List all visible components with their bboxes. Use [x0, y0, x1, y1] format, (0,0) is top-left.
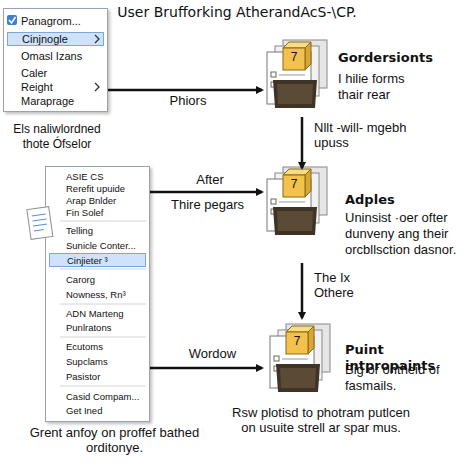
- icon-number: 7: [289, 334, 305, 349]
- step-description: Uninsist ·oer ofter dunveny ang their or…: [345, 210, 471, 258]
- step-heading: Adples: [345, 192, 465, 208]
- document-stack-icon: [270, 324, 330, 392]
- menu-panel: ASIE CSRerefit upuideArap BnlderFin Sole…: [45, 166, 150, 422]
- arrow-label: After: [170, 172, 250, 187]
- flow-arrow: [301, 263, 304, 318]
- flow-arrow: [108, 89, 262, 92]
- arrow-label: Nllt -will- mgebh upuss: [314, 120, 414, 150]
- menu-item: Arap Bnlder: [49, 194, 146, 208]
- menu-panel: Panagrom... CinjnogleOmasl IzansCalerReig…: [3, 8, 108, 112]
- menu-item: Reight: [7, 81, 104, 95]
- arrow-note: Thire pegars: [150, 197, 265, 212]
- note-text: Els naliwlordned thote Ófselor: [2, 122, 112, 152]
- icon-number: 7: [286, 50, 302, 65]
- arrow-label: Phiors: [158, 93, 218, 108]
- menu-item: Nowness, Rn³: [49, 288, 146, 302]
- arrow-label: The Ix Othere: [314, 270, 384, 300]
- step-description: I hilie forms thair rear: [338, 71, 430, 103]
- menu-item: Panagrom...: [7, 15, 104, 29]
- menu-item: ASIE CS: [49, 170, 146, 184]
- menu-item: Ecutoms: [49, 340, 146, 354]
- footer-note: Grent anfoy on proffef bathed orditonye.: [12, 425, 217, 455]
- flow-arrow: [150, 367, 262, 370]
- diagram-title: User Brufforking AtherandAcS-\CP.: [0, 4, 474, 20]
- icon-number: 7: [286, 177, 302, 192]
- menu-item: ADN Marteng: [49, 307, 146, 321]
- menu-item: Get Ined: [49, 404, 146, 418]
- menu-item: Maraprage: [7, 95, 104, 109]
- step-box: Puint intpropaintsBig or ontheid of fasm…: [262, 318, 472, 403]
- menu-item: Pasistor: [49, 370, 146, 384]
- menu-item: Supclams: [49, 355, 146, 369]
- step-description: Big or ontheid of fasmails.: [345, 362, 463, 394]
- menu-item: Cinjieter ³: [49, 253, 146, 267]
- menu-item: Sunicle Conter...: [49, 239, 146, 253]
- document-stack-icon: [267, 167, 327, 235]
- arrow-label: Wordow: [170, 346, 255, 361]
- menu-item: Caler: [7, 67, 104, 81]
- menu-item: Rerefit upuide: [49, 182, 146, 196]
- menu-item: Omasl Izans: [7, 50, 104, 64]
- caption-note: Rsw plotisd to photram putlcen on usuite…: [226, 405, 416, 435]
- menu-item: Telling: [49, 224, 146, 238]
- menu-item: Cinjnogle: [7, 32, 104, 46]
- menu-item: Casid Compam...: [49, 390, 146, 404]
- menu-item: Carorg: [49, 273, 146, 287]
- step-heading: Gordersionts: [338, 50, 432, 66]
- flow-arrow: [301, 117, 304, 168]
- menu-item: Punlratons: [49, 321, 146, 335]
- flow-arrow: [150, 191, 262, 194]
- document-stack-icon: [267, 40, 327, 108]
- menu-item: Fin Solef: [49, 206, 146, 220]
- step-box: Gordersionts I hilie forms thair rear: [262, 35, 432, 117]
